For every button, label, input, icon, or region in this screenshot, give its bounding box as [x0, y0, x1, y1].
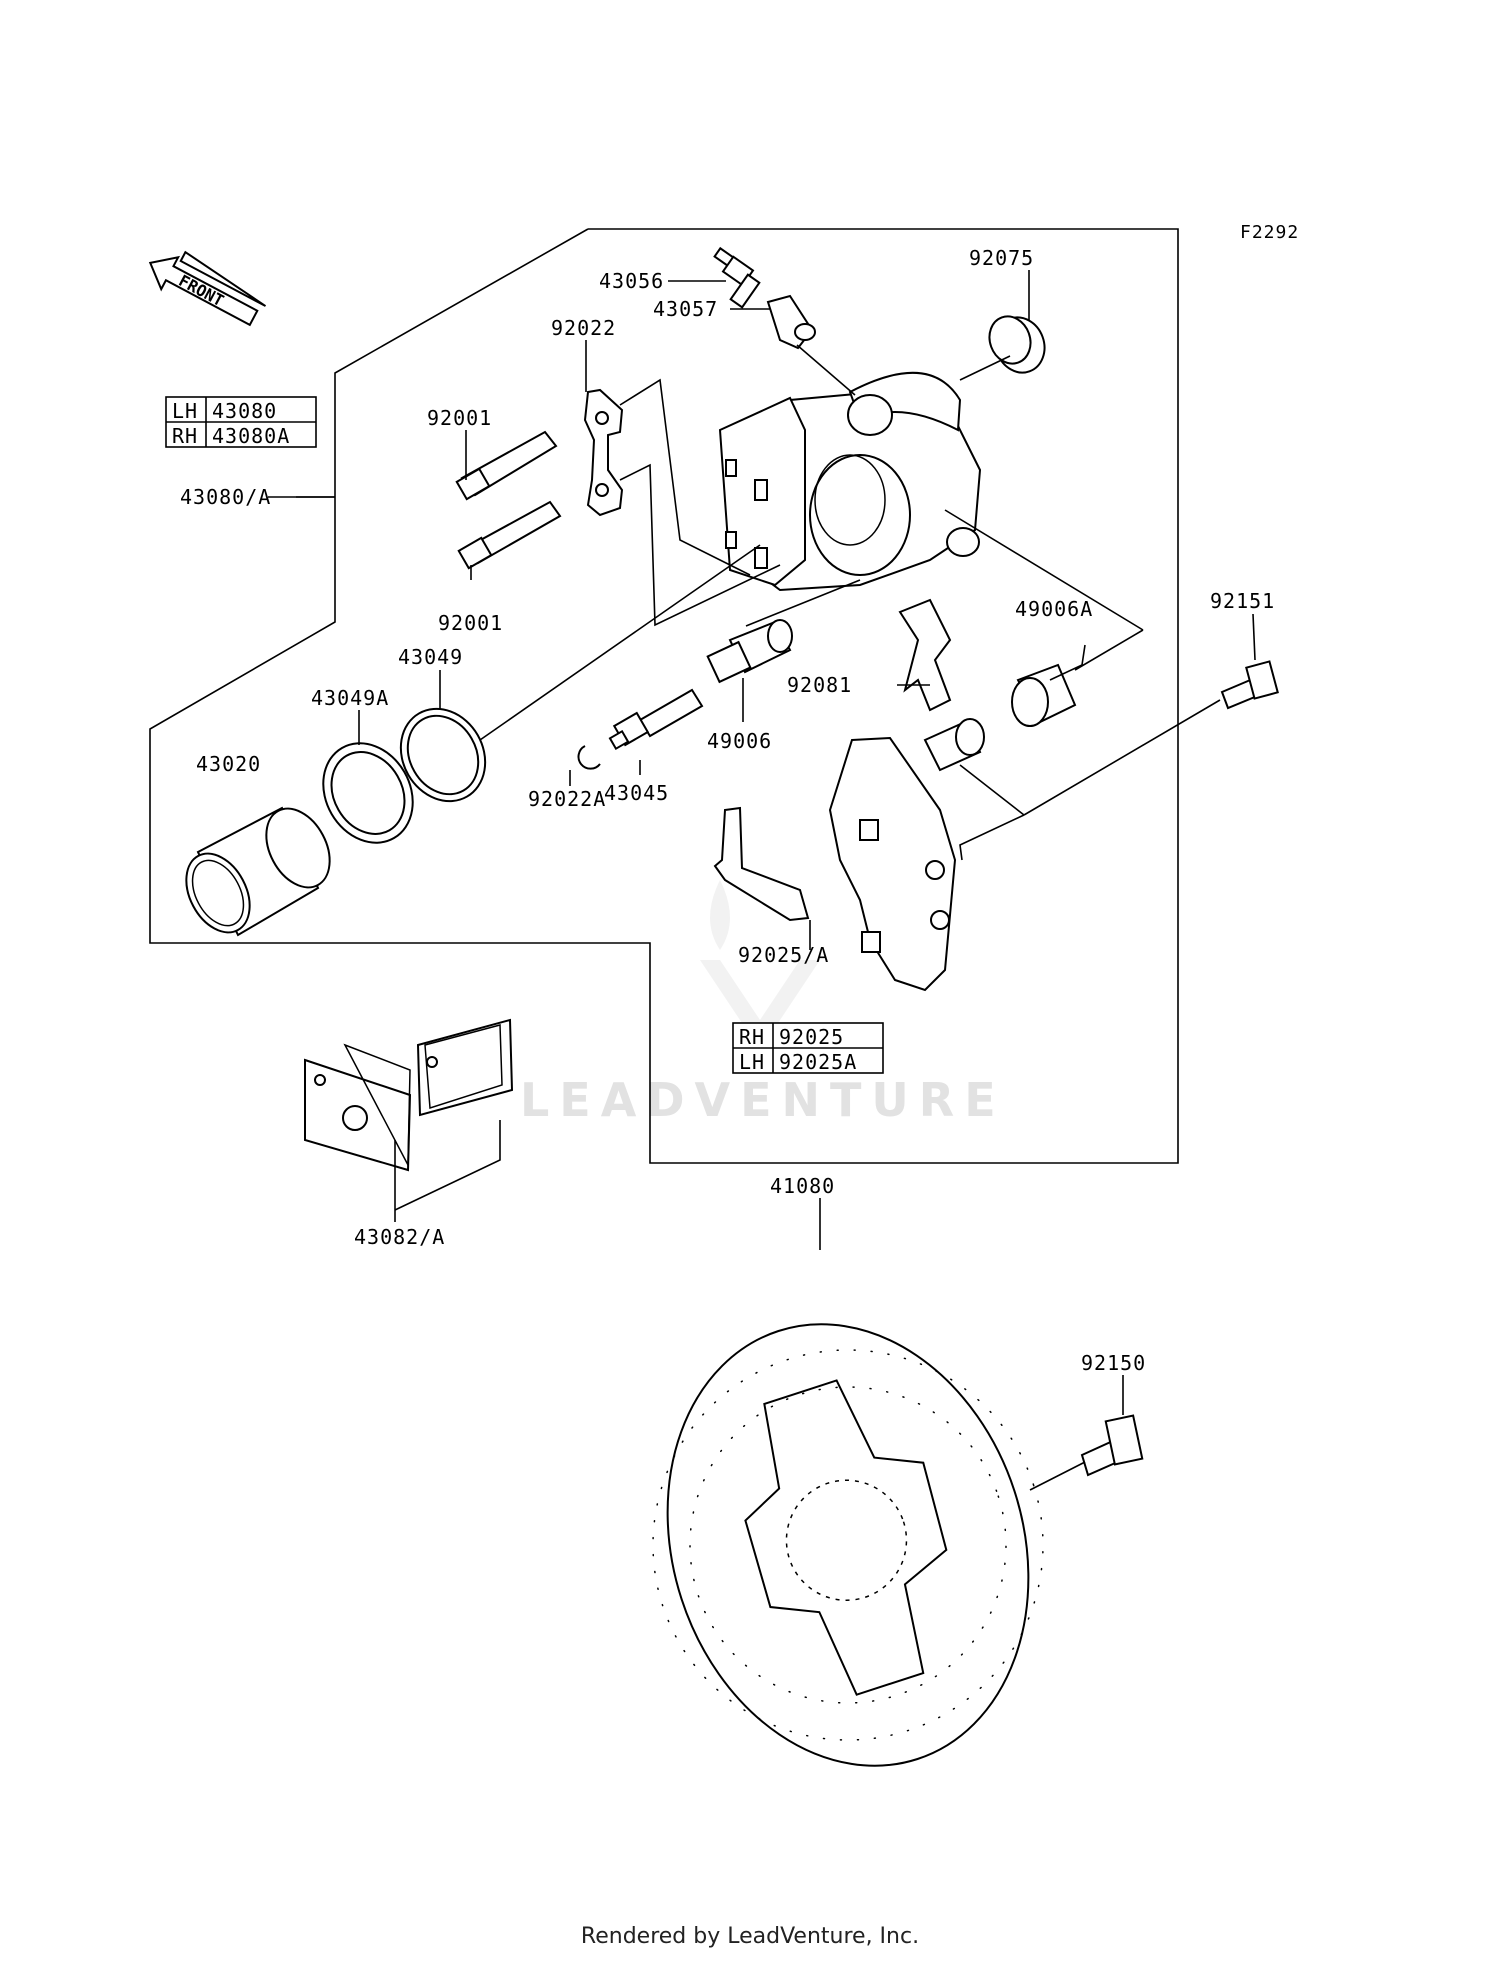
- dust-seal-43049A: [322, 742, 414, 844]
- caliper-table-side-2: RH: [172, 424, 198, 448]
- lock-plate-92022: [583, 388, 624, 517]
- watermark-logo: [700, 880, 820, 1050]
- label-92081: 92081: [787, 673, 852, 697]
- label-92075: 92075: [969, 246, 1034, 270]
- front-arrow-label: FRONT: [176, 271, 227, 310]
- watermark-text: LEADVENTURE: [520, 1073, 1006, 1127]
- label-92001-top: 92001: [427, 406, 492, 430]
- bolt-92001-top: [455, 430, 558, 501]
- bolt-92150: [1080, 1414, 1144, 1477]
- caliper-bracket: [828, 718, 985, 992]
- piston-43020: [185, 806, 331, 937]
- label-43045: 43045: [604, 781, 669, 805]
- leader-lines: [268, 270, 1256, 1491]
- spring-92081: [898, 598, 952, 712]
- pin-43045: [608, 688, 704, 751]
- label-43057: 43057: [653, 297, 718, 321]
- brake-pad-front: [304, 1043, 412, 1172]
- caliper-table-side-1: LH: [172, 399, 198, 423]
- bracket-table-side-2: LH: [739, 1050, 765, 1074]
- caliper-table-part-1: 43080: [212, 399, 277, 423]
- bracket-table-part-1: 92025: [779, 1025, 844, 1049]
- bleeder-cap-43057: [766, 294, 816, 350]
- label-43020: 43020: [196, 752, 261, 776]
- bracket-table-side-1: RH: [739, 1025, 765, 1049]
- bushing-49006: [706, 619, 793, 684]
- bolt-92151: [1220, 660, 1279, 710]
- caliper-table-part-2: 43080A: [212, 424, 290, 448]
- brake-disc-41080: [652, 1323, 1044, 1767]
- pad-plate-92025A: [713, 806, 810, 922]
- label-49006A: 49006A: [1015, 597, 1093, 621]
- label-92150: 92150: [1081, 1351, 1146, 1375]
- piston-seal-43049: [399, 707, 487, 803]
- boot-92075: [988, 315, 1046, 374]
- bolt-92001-bottom: [457, 500, 562, 570]
- boot-49006A: [1011, 663, 1077, 727]
- label-92001-bottom: 92001: [438, 611, 503, 635]
- label-43049: 43049: [398, 645, 463, 669]
- label-92151: 92151: [1210, 589, 1275, 613]
- label-92022: 92022: [551, 316, 616, 340]
- label-43082A: 43082/A: [354, 1225, 445, 1249]
- label-49006: 49006: [707, 729, 772, 753]
- bleeder-valve-43056: [713, 246, 761, 309]
- label-92022A: 92022A: [528, 787, 606, 811]
- caliper-side-table: LH 43080 RH 43080A: [165, 396, 317, 448]
- clip-92022A: [577, 745, 601, 770]
- label-41080: 41080: [770, 1174, 835, 1198]
- bracket-table-part-2: 92025A: [779, 1050, 857, 1074]
- label-43049A: 43049A: [311, 686, 389, 710]
- label-43056: 43056: [599, 269, 664, 293]
- label-92025A: 92025/A: [738, 943, 829, 967]
- diagram-code: F2292: [1240, 222, 1299, 243]
- caliper-body: [718, 371, 982, 592]
- label-43080A: 43080/A: [180, 485, 271, 509]
- bracket-side-table: RH 92025 LH 92025A: [732, 1022, 884, 1074]
- brake-pad-rear: [416, 1018, 514, 1117]
- front-arrow-icon: FRONT: [148, 250, 267, 327]
- footer-credit: Rendered by LeadVenture, Inc.: [580, 1924, 920, 1949]
